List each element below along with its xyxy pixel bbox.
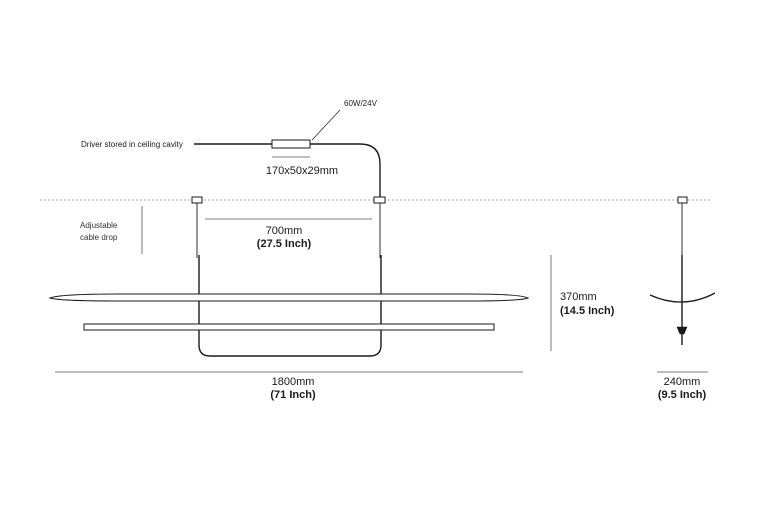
width-700-mm: 700mm [266, 225, 303, 237]
driver-label: Driver stored in ceiling cavity [81, 140, 183, 149]
height-370-inch: (14.5 Inch) [560, 305, 615, 317]
depth-240-mm: 240mm [664, 376, 701, 388]
driver-box [271, 139, 311, 149]
length-1800-mm: 1800mm [272, 376, 315, 388]
side-reflector [649, 292, 716, 303]
canopy-left [191, 196, 203, 204]
reflector-blade [48, 293, 530, 302]
driver-size-label: 170x50x29mm [266, 165, 338, 177]
length-1800-inch: (71 Inch) [270, 389, 316, 401]
adjustable-label-line2: cable drop [80, 233, 118, 242]
canopy-right [373, 196, 386, 204]
depth-240-inch: (9.5 Inch) [658, 389, 707, 401]
side-canopy [677, 196, 688, 204]
side-light-head [676, 326, 688, 335]
driver-power-leader [311, 109, 341, 141]
lower-frame-loop [198, 344, 382, 357]
height-370-mm: 370mm [560, 291, 597, 303]
width-700-inch: (27.5 Inch) [257, 238, 312, 250]
light-bar [83, 323, 495, 331]
adjustable-label-line1: Adjustable [80, 221, 118, 230]
driver-output-cable [310, 143, 381, 200]
driver-power-label: 60W/24V [344, 99, 378, 108]
